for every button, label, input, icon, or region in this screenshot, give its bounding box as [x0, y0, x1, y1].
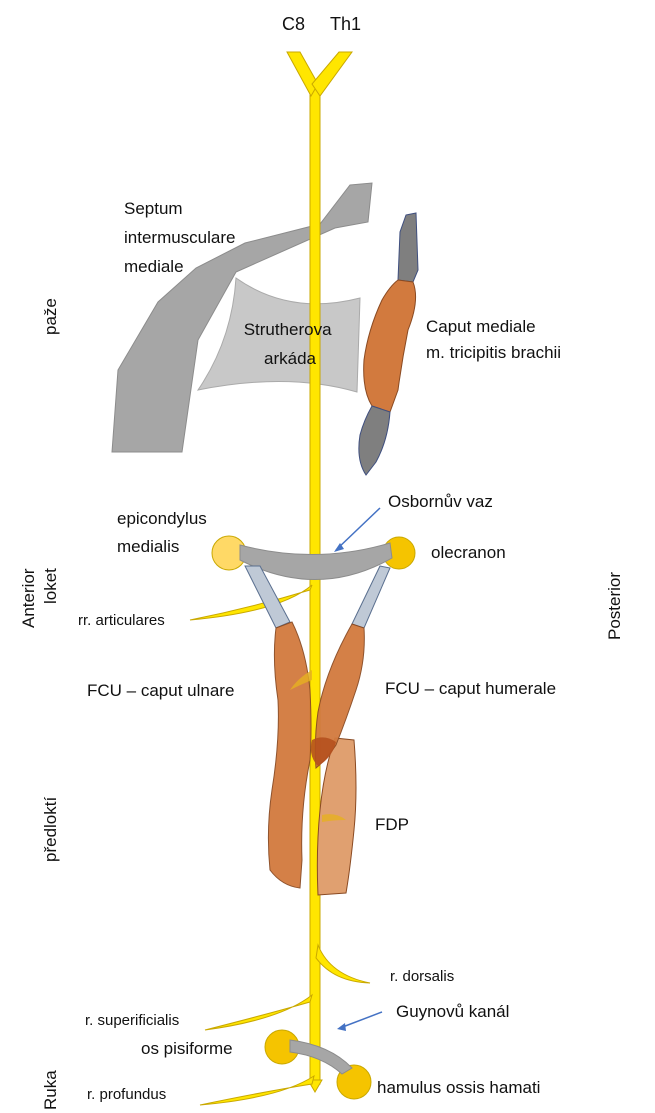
label-hamulus: hamulus ossis hamati	[377, 1078, 540, 1097]
label-fcu-ulnare: FCU – caput ulnare	[87, 681, 234, 700]
label-r-superificialis: r. superificialis	[85, 1012, 179, 1029]
fcu-humerale-tendon	[352, 566, 390, 628]
label-r-dorsalis: r. dorsalis	[390, 968, 454, 985]
nerve-root-th1	[312, 52, 352, 96]
label-olecranon: olecranon	[431, 543, 506, 562]
label-caput-mediale: Caput mediale m. tricipitis brachii	[426, 317, 561, 362]
fcu-caput-ulnare-muscle	[268, 622, 311, 888]
guyon-arrow	[340, 1012, 382, 1028]
triceps-lower-tendon	[359, 406, 390, 475]
label-guyonuv: Guynovů kanál	[396, 1002, 509, 1021]
label-c8: C8	[282, 14, 305, 34]
label-anterior: Anterior	[19, 568, 38, 628]
osborne-arrow	[336, 508, 380, 550]
label-fcu-humerale: FCU – caput humerale	[385, 679, 556, 698]
label-paze: paže	[41, 298, 60, 335]
r-profundus-branch	[200, 1076, 314, 1105]
label-os-pisiforme: os pisiforme	[141, 1039, 233, 1058]
label-th1: Th1	[330, 14, 361, 34]
label-fdp: FDP	[375, 815, 409, 834]
nerve-root-c8	[287, 52, 318, 96]
label-osbornuv: Osbornův vaz	[388, 492, 493, 511]
label-r-profundus: r. profundus	[87, 1086, 166, 1103]
guyon-arrow-head	[337, 1023, 346, 1031]
r-superificialis-branch	[205, 995, 312, 1030]
label-posterior: Posterior	[605, 572, 624, 640]
label-loket: loket	[41, 568, 60, 604]
label-ruka: Ruka	[41, 1070, 60, 1110]
rr-articulares-branch	[190, 585, 312, 620]
label-rr-articulares: rr. articulares	[78, 612, 165, 629]
triceps-medial-head-muscle	[364, 280, 416, 412]
triceps-upper-tendon	[398, 213, 418, 282]
r-dorsalis-branch	[316, 945, 370, 983]
guyon-canal-ligament	[290, 1040, 352, 1074]
label-epicondylus: epicondylus medialis	[117, 509, 212, 556]
ulnar-nerve-trunk	[310, 84, 320, 1084]
label-predlokti: předloktí	[41, 797, 60, 862]
